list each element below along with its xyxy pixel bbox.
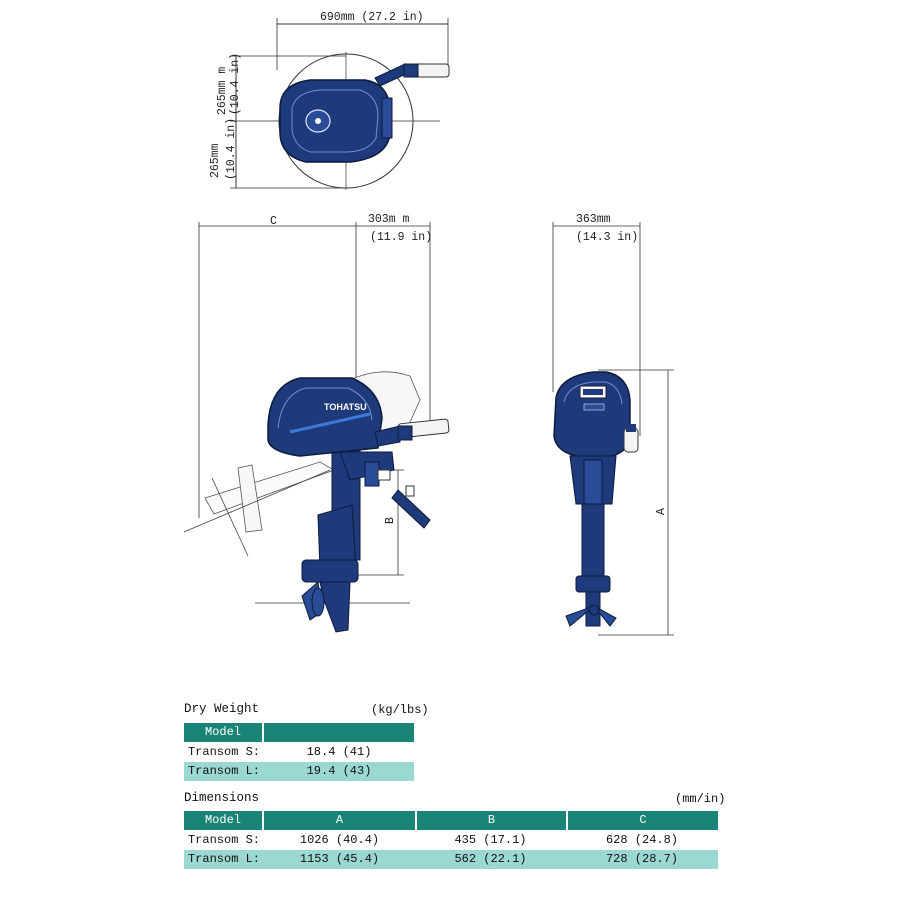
dry-weight-title: Dry Weight [184,702,260,716]
dimensions-c-header: C [568,811,718,830]
lower-height-label-mm: 265mm [209,143,222,178]
dimension-c-label: C [270,215,277,228]
dimensions-row-label: Transom S: [184,831,264,850]
dry-weight-row-l: Transom L: 19.4 (43) [184,762,414,781]
outboard-dimension-diagram: 690mm (27.2 in) 265mm m (10.4 in) 265mm … [183,11,674,636]
dimensions-b-value: 562 (22.1) [415,850,566,869]
dimensions-c-value: 728 (28.7) [566,850,718,869]
dimensions-c-value: 628 (24.8) [566,831,718,850]
dry-weight-row-label: Transom S: [184,743,264,762]
dry-weight-row-label: Transom L: [184,762,264,781]
rear-width-label-mm: 363mm [576,213,611,226]
dimensions-title: Dimensions [184,791,260,805]
dry-weight-model-header: Model [184,723,262,742]
dimensions-a-value: 1026 (40.4) [264,831,415,850]
dimensions-b-header: B [417,811,566,830]
rear-view: 363mm (14.3 in) A [552,213,674,636]
dimension-b-label: B [384,517,397,524]
dimensions-row-s: Transom S: 1026 (40.4) 435 (17.1) 628 (2… [184,831,718,850]
dimensions-row-l: Transom L: 1153 (45.4) 562 (22.1) 728 (2… [184,850,718,869]
dry-weight-row-value: 19.4 (43) [264,762,414,781]
side-view: C 303m m (11.9 in) B TOHATSU [183,213,450,633]
dry-weight-row-s: Transom S: 18.4 (41) [184,743,414,762]
dimensions-header-row: Model A B C [184,811,718,830]
lower-height-label-in: (10.4 in) [225,118,238,180]
dimensions-b-value: 435 (17.1) [415,831,566,850]
top-width-label: 690mm (27.2 in) [320,11,424,24]
offset-label-in: (11.9 in) [370,231,432,244]
dimension-a-label: A [655,508,668,515]
top-view: 690mm (27.2 in) 265mm m (10.4 in) 265mm … [209,11,450,190]
offset-label-mm: 303m m [368,213,410,226]
dry-weight-value-header [264,723,414,742]
dry-weight-row-value: 18.4 (41) [264,743,414,762]
upper-height-label-in: (10.4 in) [229,53,242,115]
dimensions-row-label: Transom L: [184,850,264,869]
dry-weight-header-row: Model [184,723,414,742]
dimensions-model-header: Model [184,811,262,830]
dimensions-a-header: A [264,811,415,830]
upper-height-label-mm: 265mm m [216,67,229,115]
rear-width-label-in: (14.3 in) [576,231,638,244]
dimensions-a-value: 1153 (45.4) [264,850,415,869]
dry-weight-unit: (kg/lbs) [371,703,429,717]
dimensions-unit: (mm/in) [675,792,726,806]
brand-logo: TOHATSU [324,402,367,412]
